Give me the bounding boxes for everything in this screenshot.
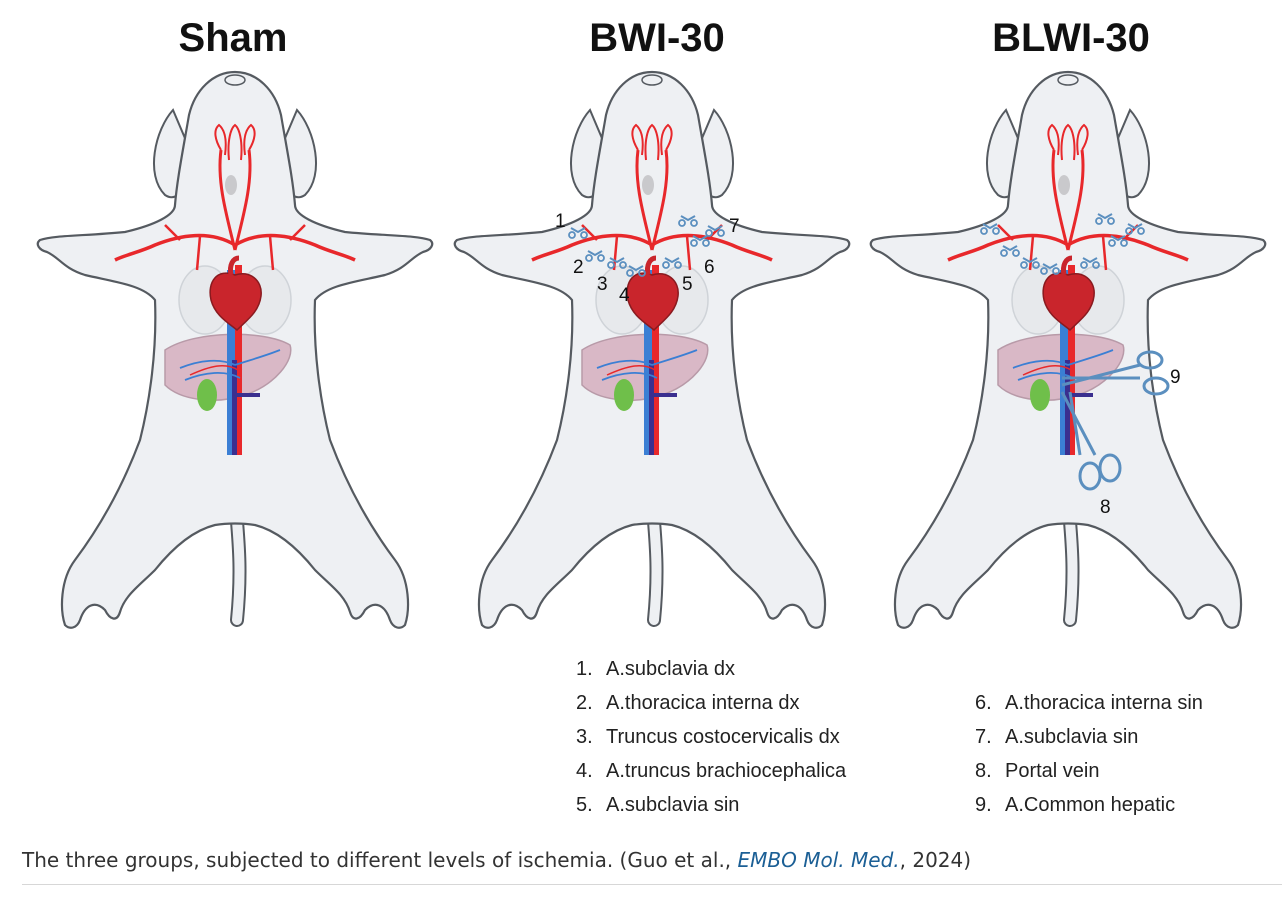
blwi-clips <box>980 213 1170 491</box>
blwi-mouse <box>871 72 1265 628</box>
marker-7: 7 <box>729 216 740 237</box>
legend-item-7: 7.A.subclavia sin <box>975 726 1139 748</box>
legend-right: 6.A.thoracica interna sin 7.A.subclavia … <box>975 686 1203 822</box>
marker-8: 8 <box>1100 497 1111 518</box>
marker-4: 4 <box>619 285 630 306</box>
legend-item-9: 9.A.Common hepatic <box>975 794 1176 816</box>
legend-item-6: 6.A.thoracica interna sin <box>975 692 1203 714</box>
marker-6: 6 <box>704 257 715 278</box>
legend-item-8: 8.Portal vein <box>975 760 1100 782</box>
legend-item-4: 4.A.truncus brachiocephalica <box>576 760 847 782</box>
legend-item-2: 2.A.thoracica interna dx <box>576 692 800 714</box>
journal-link[interactable]: EMBO Mol. Med. <box>737 848 900 872</box>
marker-5: 5 <box>682 274 693 295</box>
marker-3: 3 <box>597 274 608 295</box>
sham-mouse <box>38 72 432 628</box>
panel-title-bwi: BWI-30 <box>589 16 725 60</box>
panel-title-sham: Sham <box>178 16 288 60</box>
legend-item-5: 5.A.subclavia sin <box>576 794 740 816</box>
marker-9: 9 <box>1170 367 1181 388</box>
panel-title-blwi: BLWI-30 <box>992 16 1150 60</box>
legend-left: 1.A.subclavia dx 2.A.thoracica interna d… <box>576 652 846 822</box>
marker-2: 2 <box>573 257 584 278</box>
figure-caption: The three groups, subjected to different… <box>22 848 972 872</box>
bwi-mouse <box>455 72 849 628</box>
legend-item-1: 1.A.subclavia dx <box>576 658 735 680</box>
caption-divider <box>22 884 1282 885</box>
legend-item-3: 3.Truncus costocervicalis dx <box>576 726 840 748</box>
marker-1: 1 <box>555 211 566 232</box>
